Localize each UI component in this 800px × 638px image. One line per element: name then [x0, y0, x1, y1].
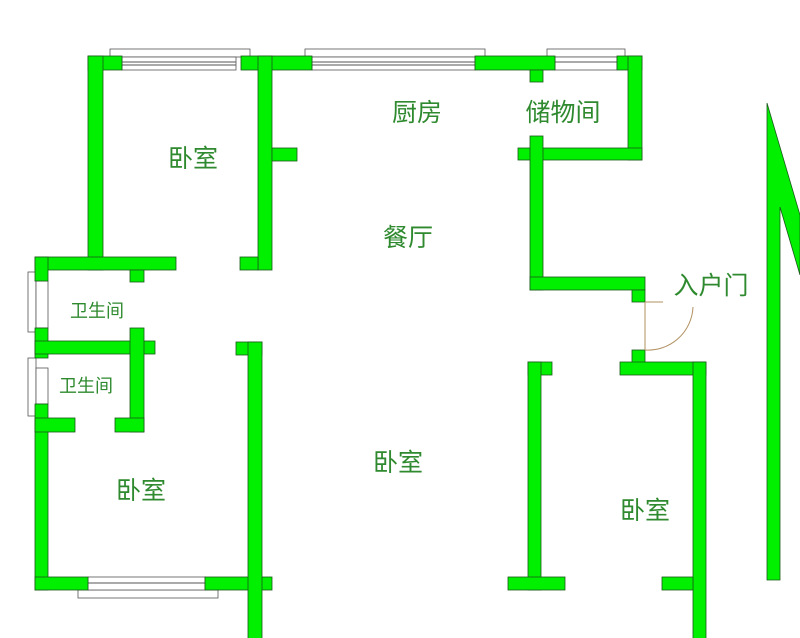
room-label-bedroom-sw: 卧室	[115, 476, 167, 505]
room-label-kitchen: 厨房	[391, 98, 443, 127]
room-label-dining: 餐厅	[382, 223, 434, 252]
label-entrance-door: 入户门	[673, 271, 749, 300]
room-label-balcony: 阳台	[407, 632, 457, 638]
room-label-bedroom-center: 卧室	[372, 448, 424, 477]
room-label-bedroom-nw: 卧室	[167, 144, 219, 173]
room-label-bathroom-2: 卫生间	[59, 376, 113, 397]
room-label-storage: 储物间	[525, 98, 601, 127]
room-label-bathroom-1: 卫生间	[70, 301, 124, 322]
walls	[34, 55, 800, 638]
entrance-door-swing[interactable]	[644, 301, 694, 351]
windows	[27, 48, 626, 599]
room-label-bedroom-east: 卧室	[619, 496, 671, 525]
